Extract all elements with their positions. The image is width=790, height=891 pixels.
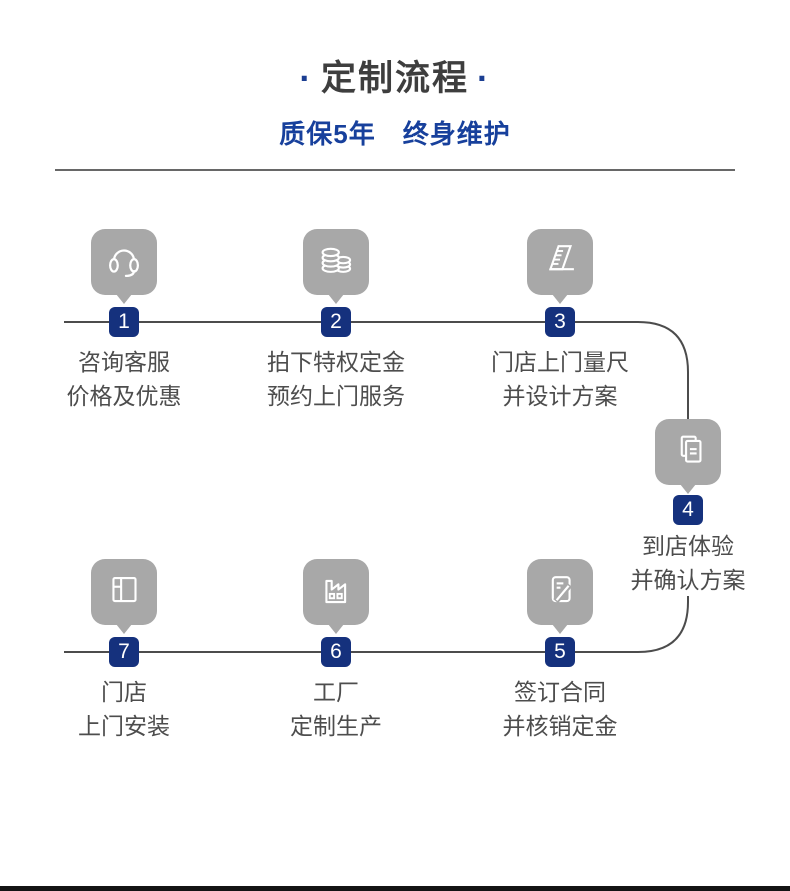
factory-icon (303, 559, 369, 625)
title-text: 定制流程 (320, 59, 469, 98)
step-number-badge: 5 (545, 637, 575, 667)
step-number-badge: 4 (673, 495, 703, 525)
step-number-badge: 6 (321, 637, 351, 667)
headset-icon (91, 229, 157, 295)
documents-icon (655, 419, 721, 485)
page-title: ·定制流程· (0, 50, 790, 101)
title-dot-right: · (477, 59, 491, 98)
warranty-subtitle: 质保5年 终身维护 (279, 119, 511, 149)
step-5: 5 签订合同 并核销定金 (450, 559, 670, 743)
step-7: 7 门店 上门安装 (14, 559, 234, 743)
step-caption: 咨询客服 价格及优惠 (66, 349, 182, 409)
step-caption: 签订合同 并核销定金 (502, 679, 618, 739)
step-number-badge: 2 (321, 307, 351, 337)
store-install-icon (91, 559, 157, 625)
step-caption: 门店上门量尺 并设计方案 (491, 349, 629, 409)
step-caption: 门店 上门安装 (78, 679, 170, 739)
step-2: 2 拍下特权定金 预约上门服务 (226, 229, 446, 413)
step-4: 4 到店体验 并确认方案 (578, 419, 790, 597)
step-1: 1 咨询客服 价格及优惠 (14, 229, 234, 413)
ruler-icon (527, 229, 593, 295)
contract-icon (527, 559, 593, 625)
title-dot-left: · (299, 59, 313, 98)
step-caption: 工厂 定制生产 (290, 679, 382, 739)
step-number-badge: 1 (109, 307, 139, 337)
step-3: 3 门店上门量尺 并设计方案 (450, 229, 670, 413)
step-caption: 拍下特权定金 预约上门服务 (267, 349, 405, 409)
header-divider (55, 169, 735, 171)
step-number-badge: 7 (109, 637, 139, 667)
step-6: 6 工厂 定制生产 (226, 559, 446, 743)
step-number-badge: 3 (545, 307, 575, 337)
section-bottom-border (0, 886, 790, 891)
coins-icon (303, 229, 369, 295)
step-caption: 到店体验 并确认方案 (630, 533, 746, 593)
